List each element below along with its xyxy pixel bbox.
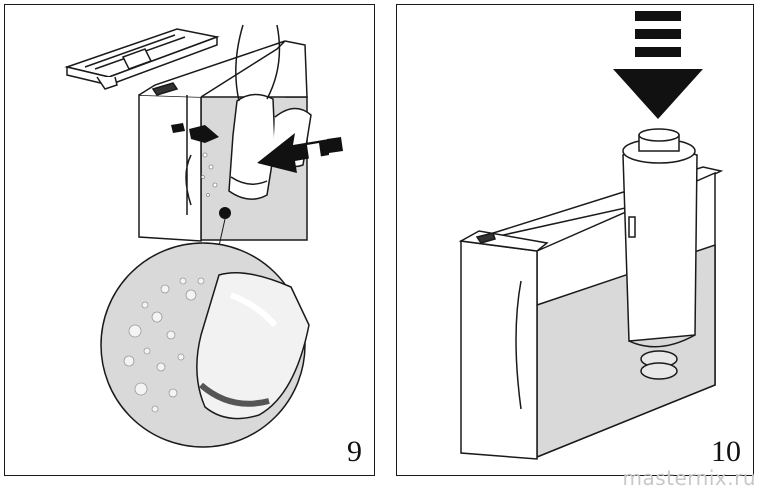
filter-cartridge (622, 128, 698, 380)
magnified-view (100, 242, 310, 448)
down-arrow-icon (613, 11, 703, 119)
bubble-focus-dot (219, 207, 231, 219)
tank-bubbles (201, 152, 218, 197)
tank-lid (64, 28, 220, 90)
press-arrow (171, 123, 343, 173)
watermark: masternix.ru (622, 466, 756, 490)
step-9-panel: 9 (4, 4, 375, 476)
filter-inserted-in-tank-icon (458, 11, 724, 460)
filter-cartridge (228, 24, 312, 200)
step-number: 9 (347, 435, 362, 468)
step-number: 10 (711, 435, 741, 468)
step-10-panel: 10 (396, 4, 754, 476)
filter-installation-underwater-icon (64, 24, 343, 448)
